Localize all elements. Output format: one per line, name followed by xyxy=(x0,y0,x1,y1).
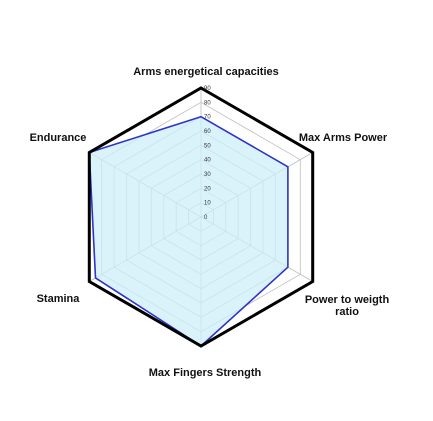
axis-label: Arms energetical capacities xyxy=(133,66,279,78)
tick-label: 90 xyxy=(204,86,211,92)
tick-label: 0 xyxy=(204,215,208,221)
tick-label: 70 xyxy=(204,115,211,121)
outer-hexagon-border xyxy=(87,86,315,348)
radial-tick-labels: 0 10 20 30 40 50 60 70 80 90 xyxy=(204,86,211,221)
axis-label: Power to weigth xyxy=(305,294,390,306)
axis-label: Stamina xyxy=(37,293,81,305)
tick-label: 50 xyxy=(204,143,211,149)
radar-outer-border xyxy=(87,86,315,348)
axis-label: ratio xyxy=(335,306,359,318)
tick-label: 60 xyxy=(204,129,211,135)
tick-label: 80 xyxy=(204,100,211,106)
axis-label: Max Fingers Strength xyxy=(149,367,262,379)
axis-label: Max Arms Power xyxy=(299,132,388,144)
tick-label: 10 xyxy=(204,201,211,207)
tick-label: 30 xyxy=(204,172,211,178)
tick-label: 20 xyxy=(204,186,211,192)
axis-label: Endurance xyxy=(30,132,87,144)
tick-label: 40 xyxy=(204,158,211,164)
